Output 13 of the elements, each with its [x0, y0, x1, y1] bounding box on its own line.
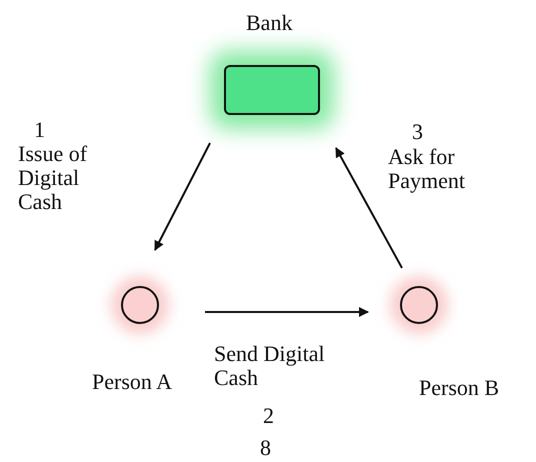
step-number: 1 — [34, 118, 45, 142]
edge-label: Issue of Digital Cash — [18, 142, 88, 215]
node-label: Bank — [246, 12, 292, 34]
node-label: Person B — [419, 377, 500, 399]
arrow — [205, 307, 369, 317]
page-number: 8 — [260, 436, 271, 460]
node-label: Person A — [92, 371, 172, 393]
edge-label: Send Digital Cash — [214, 342, 326, 390]
step-number: 3 — [412, 120, 423, 144]
arrow — [154, 142, 211, 251]
arrow — [335, 147, 403, 268]
step-number: 2 — [263, 404, 274, 428]
edge-label: Ask for Payment — [388, 145, 466, 194]
